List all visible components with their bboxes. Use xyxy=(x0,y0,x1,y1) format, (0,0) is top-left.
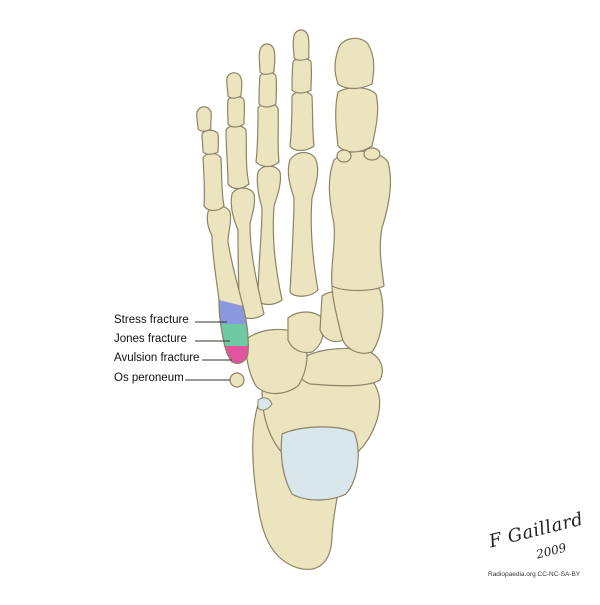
metatarsal-2 xyxy=(287,151,319,297)
toe-5-distal-phalanx xyxy=(196,106,212,132)
leader-lines xyxy=(185,321,232,381)
metatarsal-4 xyxy=(230,187,265,320)
toe-2-middle-phalanx xyxy=(291,57,313,94)
avulsion-fracture-label: Avulsion fracture xyxy=(114,352,200,364)
navicular xyxy=(296,347,383,387)
os-peroneum xyxy=(229,372,245,388)
toe-5-middle-phalanx xyxy=(201,129,220,155)
medial-sesamoid xyxy=(363,147,381,161)
toe-4-middle-phalanx xyxy=(226,95,246,128)
lateral-sesamoid xyxy=(336,149,352,163)
talar-articular-surface xyxy=(280,426,359,501)
metatarsal-3 xyxy=(256,165,283,306)
toe-3-distal-phalanx xyxy=(258,43,276,75)
toe-5-proximal-phalanx xyxy=(202,152,225,212)
foot-bones xyxy=(196,29,392,570)
toe-3-proximal-phalanx xyxy=(255,102,280,168)
stress-fracture-label: Stress fracture xyxy=(114,314,189,326)
sesamoid-bones xyxy=(336,147,381,163)
os-peroneum-label: Os peroneum xyxy=(114,372,184,384)
toe-4-distal-phalanx xyxy=(226,72,243,99)
toe-4-proximal-phalanx xyxy=(225,124,250,190)
license-credit: Radiopaedia.org CC-NC-SA-BY xyxy=(488,571,581,578)
cartilage-sliver xyxy=(257,397,273,411)
lateral-cuneiform xyxy=(287,311,325,354)
jones-fracture-label: Jones fracture xyxy=(114,333,187,345)
hallux-distal-phalanx xyxy=(334,37,375,90)
metatarsal-1 xyxy=(328,150,392,292)
toe-2-proximal-phalanx xyxy=(289,90,315,152)
hallux-proximal-phalanx xyxy=(335,87,379,153)
toe-3-middle-phalanx xyxy=(258,71,278,108)
toe-2-distal-phalanx xyxy=(292,29,310,61)
